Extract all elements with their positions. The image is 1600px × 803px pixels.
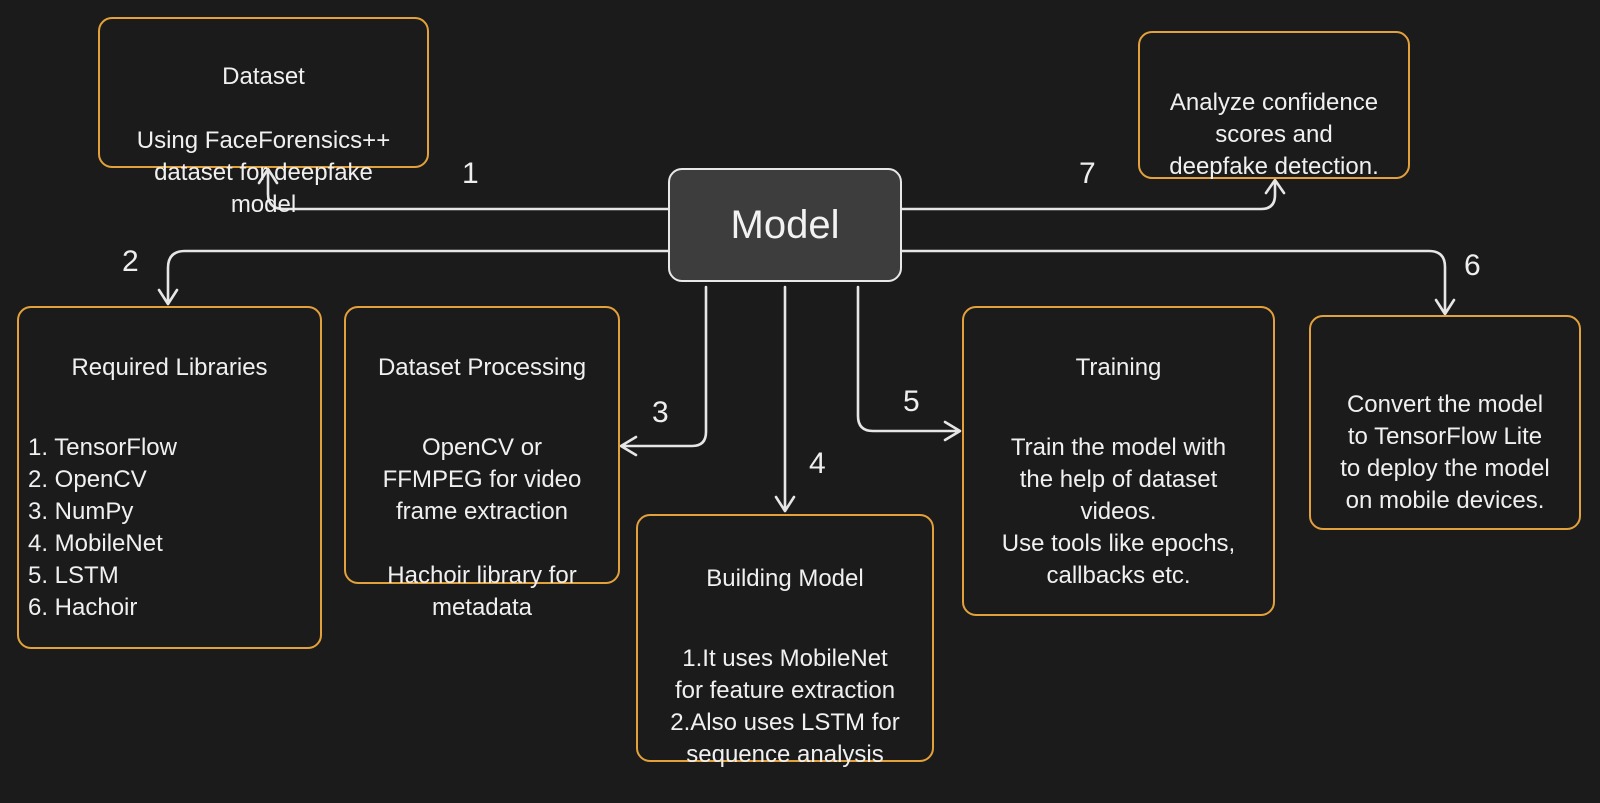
required-libraries-list: 1. TensorFlow 2. OpenCV 3. NumPy 4. Mobi… (28, 434, 177, 621)
step-number-3: 3 (652, 396, 669, 429)
connector-layer (157, 167, 1456, 513)
step-number-1: 1 (462, 157, 479, 190)
convert-box: Convert the model to TensorFlow Lite to … (1309, 315, 1581, 530)
step-number-5: 5 (903, 385, 920, 418)
dataset-processing-description: OpenCV or FFMPEG for video frame extract… (382, 434, 582, 621)
model-label: Model (730, 202, 840, 247)
dataset-processing-title: Dataset Processing (377, 354, 587, 381)
building-model-box: Building Model 1.It uses MobileNet for f… (636, 514, 934, 768)
training-title: Training (1075, 354, 1162, 381)
arrow-to-dataset-processing (619, 285, 708, 457)
training-box: Training Train the model with the help o… (962, 306, 1275, 616)
arrow-to-required-libraries (157, 249, 670, 306)
arrow-to-dataset (257, 167, 670, 211)
required-libraries-title: Required Libraries (71, 354, 268, 381)
dataset-title: Dataset (222, 63, 305, 90)
model-node: Model (668, 168, 902, 282)
dataset-processing-box: Dataset Processing OpenCV or FFMPEG for … (344, 306, 620, 621)
step-number-4: 4 (809, 447, 826, 480)
training-description: Train the model with the help of dataset… (1001, 434, 1236, 589)
arrow-to-training (856, 285, 962, 442)
analyze-description: Analyze confidence scores and deepfake d… (1169, 89, 1379, 180)
dataset-box: Dataset Using FaceForensics++ dataset fo… (98, 17, 429, 218)
building-model-title: Building Model (706, 565, 864, 592)
step-number-7: 7 (1079, 157, 1096, 190)
arrow-to-convert (900, 249, 1456, 316)
arrow-to-analyze (900, 178, 1286, 211)
step-number-2: 2 (122, 245, 139, 278)
dataset-description: Using FaceForensics++ dataset for deepfa… (136, 127, 391, 218)
arrow-to-building-model (774, 285, 796, 513)
convert-description: Convert the model to TensorFlow Lite to … (1340, 391, 1550, 514)
required-libraries-box: Required Libraries 1. TensorFlow 2. Open… (17, 306, 322, 649)
step-number-6: 6 (1464, 249, 1481, 282)
building-model-description: 1.It uses MobileNet for feature extracti… (670, 645, 900, 768)
analyze-box: Analyze confidence scores and deepfake d… (1138, 31, 1410, 180)
